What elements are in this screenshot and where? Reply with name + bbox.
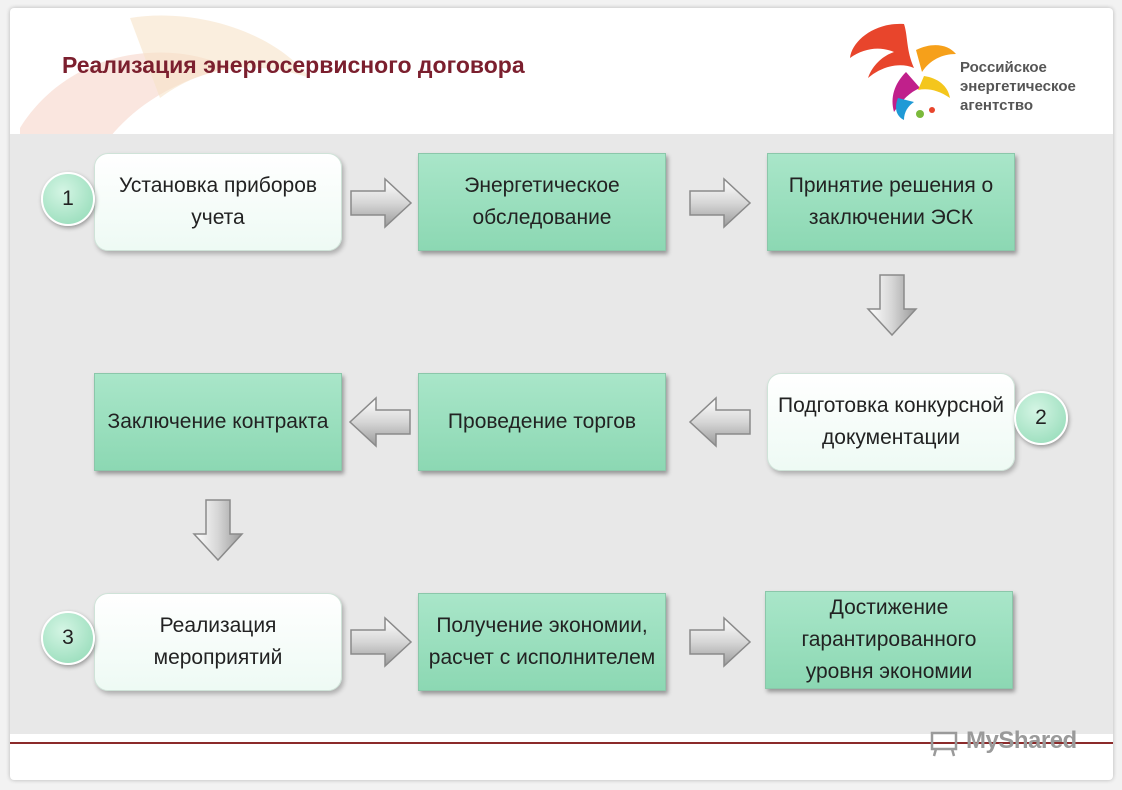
step-energy-audit: Энергетическое обследование xyxy=(418,153,666,251)
energy-agency-logo xyxy=(850,23,956,120)
step-guaranteed-savings: Достижение гарантированного уровня эконо… xyxy=(765,591,1013,689)
down-arrow-icon xyxy=(866,274,918,337)
step-tender-docs: Подготовка конкурсной документации xyxy=(767,373,1015,471)
logo-caption: Российское энергетическое агентство xyxy=(960,58,1076,115)
step-savings-settlement: Получение экономии, расчет с исполнителе… xyxy=(418,593,666,691)
step-tender: Проведение торгов xyxy=(418,373,666,471)
right-arrow-icon xyxy=(689,616,752,668)
step-number-badge-1: 1 xyxy=(41,172,95,226)
footer-divider xyxy=(10,742,1113,744)
right-arrow-icon xyxy=(350,177,413,229)
step-esc-decision: Принятие решения о заключении ЭСК xyxy=(767,153,1015,251)
page-title: Реализация энергосервисного договора xyxy=(62,52,525,78)
step-number-badge-2: 2 xyxy=(1014,391,1068,445)
left-arrow-icon xyxy=(688,396,751,448)
logo-line-1: Российское xyxy=(960,59,1047,76)
step-number-badge-3: 3 xyxy=(41,611,95,665)
watermark-text: MyShared xyxy=(966,727,1077,754)
logo-line-3: агентство xyxy=(960,97,1034,114)
right-arrow-icon xyxy=(689,177,752,229)
right-arrow-icon xyxy=(350,616,413,668)
down-arrow-icon xyxy=(192,499,244,562)
step-contract-signing: Заключение контракта xyxy=(94,373,342,471)
logo-line-2: энергетическое xyxy=(960,78,1076,95)
step-meter-installation: Установка приборов учета xyxy=(94,153,342,251)
left-arrow-icon xyxy=(348,396,411,448)
step-implementation: Реализация мероприятий xyxy=(94,593,342,691)
myshared-logo-icon xyxy=(930,731,958,757)
